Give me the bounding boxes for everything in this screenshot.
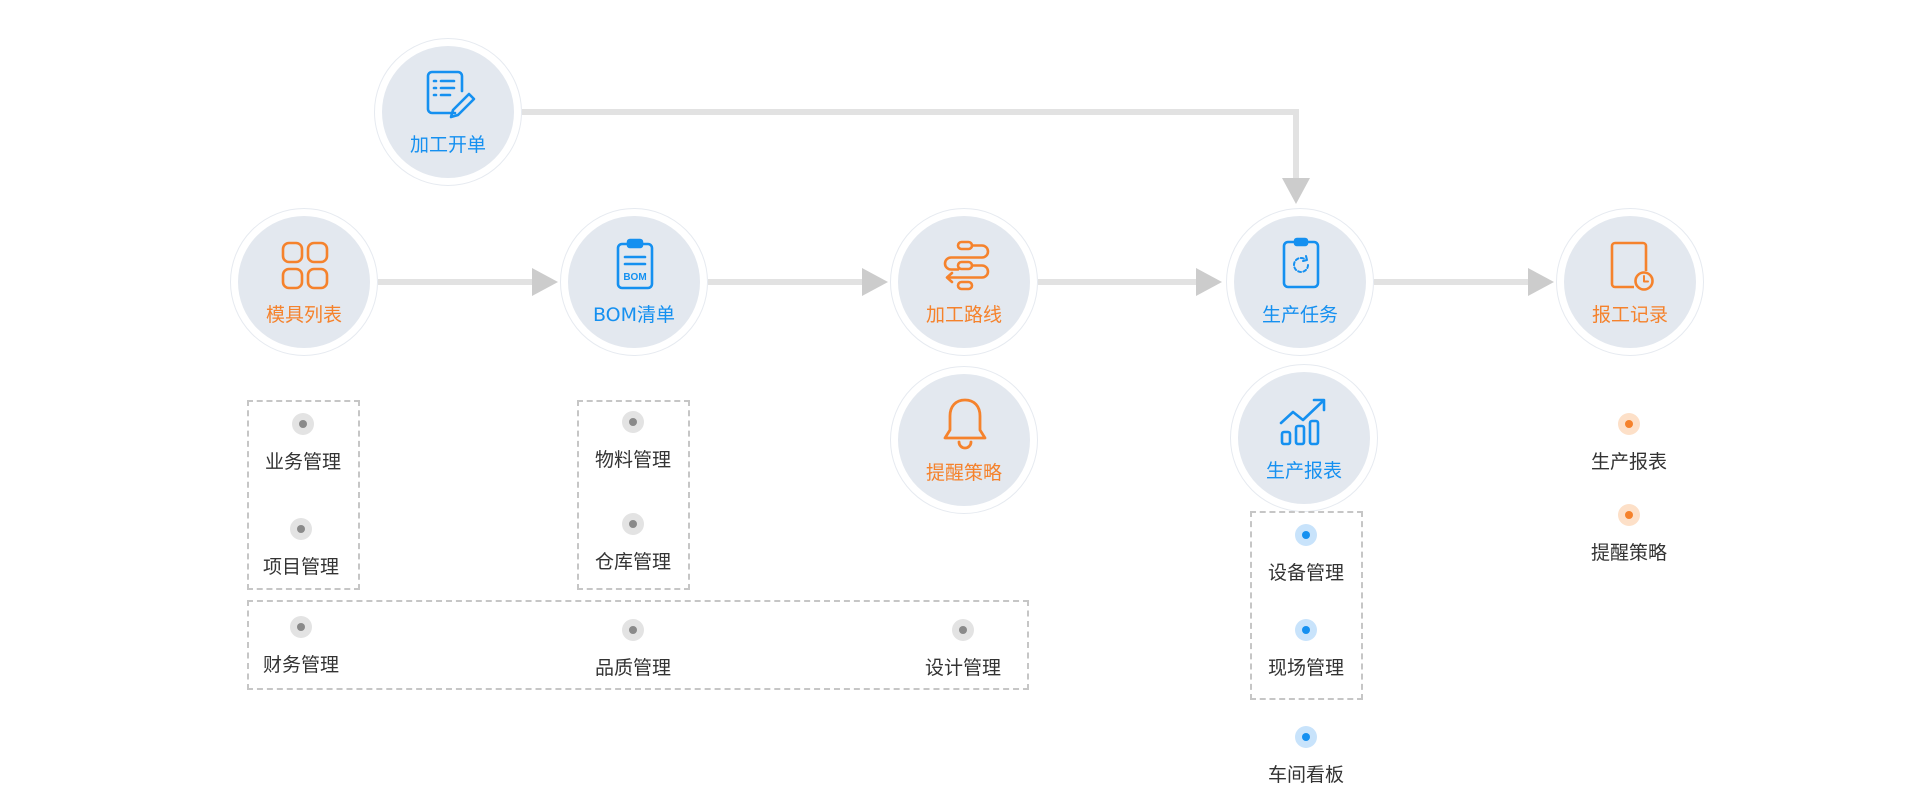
list-item[interactable]: 生产报表 — [1554, 413, 1704, 474]
clipboard-refresh-icon — [1282, 237, 1320, 289]
node-processing-order[interactable]: 加工开单 — [374, 38, 522, 186]
arrow-to-record — [1528, 268, 1554, 296]
route-icon — [943, 240, 990, 291]
document-edit-icon — [426, 70, 476, 119]
bullet-dot — [292, 413, 314, 435]
arrow-order-to-task — [1282, 178, 1310, 204]
list-item[interactable]: 设备管理 — [1231, 524, 1381, 585]
node-label: 生产任务 — [1261, 304, 1338, 326]
group-box-mold — [247, 400, 360, 590]
node-processing-route[interactable]: 加工路线 — [890, 208, 1038, 356]
item-label: 品质管理 — [594, 657, 671, 679]
document-clock-icon — [1610, 241, 1654, 291]
bom-icon-text: BOM — [623, 272, 646, 283]
bullet-dot — [622, 619, 644, 641]
list-item[interactable]: 仓库管理 — [558, 513, 708, 574]
bullet-dot — [1295, 726, 1317, 748]
arrow-to-route — [862, 268, 888, 296]
list-item[interactable]: 车间看板 — [1231, 726, 1381, 787]
list-item[interactable]: 财务管理 — [226, 616, 376, 677]
item-label: 财务管理 — [262, 654, 339, 676]
node-production-report[interactable]: 生产报表 — [1230, 364, 1378, 512]
bullet-dot — [622, 513, 644, 535]
arrow-to-task — [1196, 268, 1222, 296]
bullet-dot — [1618, 413, 1640, 435]
list-item[interactable]: 现场管理 — [1231, 619, 1381, 680]
connector-order-to-task — [522, 109, 1299, 178]
arrow-to-bom — [532, 268, 558, 296]
list-item[interactable]: 设计管理 — [888, 619, 1038, 680]
node-mold-list[interactable]: 模具列表 — [230, 208, 378, 356]
bullet-dot — [622, 411, 644, 433]
node-bom-list[interactable]: BOM BOM清单 — [560, 208, 708, 356]
grid-apps-icon — [281, 241, 329, 290]
list-item[interactable]: 品质管理 — [558, 619, 708, 680]
node-label: 报工记录 — [1591, 304, 1668, 326]
bullet-dot — [952, 619, 974, 641]
item-label: 项目管理 — [262, 556, 339, 578]
node-work-report-record[interactable]: 报工记录 — [1556, 208, 1704, 356]
item-label: 设计管理 — [924, 657, 1001, 679]
group-box-bom — [577, 400, 690, 590]
list-item[interactable]: 物料管理 — [558, 411, 708, 472]
item-label: 生产报表 — [1590, 451, 1667, 473]
node-label: 模具列表 — [265, 304, 342, 326]
bullet-dot — [290, 518, 312, 540]
group-box-shared — [247, 600, 1029, 690]
item-label: 物料管理 — [594, 449, 671, 471]
bullet-dot — [1295, 524, 1317, 546]
bar-chart-trend-icon — [1279, 398, 1326, 446]
node-label: 加工路线 — [925, 304, 1002, 326]
node-reminder-strategy[interactable]: 提醒策略 — [890, 366, 1038, 514]
node-label: 生产报表 — [1265, 460, 1342, 482]
item-label: 设备管理 — [1267, 562, 1344, 584]
node-label: 提醒策略 — [925, 462, 1002, 484]
item-label: 仓库管理 — [594, 551, 671, 573]
list-item[interactable]: 提醒策略 — [1554, 504, 1704, 565]
item-label: 车间看板 — [1267, 764, 1344, 786]
list-item[interactable]: 项目管理 — [226, 518, 376, 579]
group-box-report — [1250, 511, 1363, 700]
bullet-dot — [1295, 619, 1317, 641]
item-label: 提醒策略 — [1590, 542, 1667, 564]
bell-icon — [943, 398, 987, 450]
bullet-dot — [1618, 504, 1640, 526]
item-label: 现场管理 — [1267, 657, 1344, 679]
node-label: 加工开单 — [409, 134, 486, 156]
clipboard-bom-icon: BOM — [616, 238, 654, 290]
bullet-dot — [290, 616, 312, 638]
node-production-task[interactable]: 生产任务 — [1226, 208, 1374, 356]
node-label: BOM清单 — [592, 304, 676, 326]
list-item[interactable]: 业务管理 — [228, 413, 378, 474]
item-label: 业务管理 — [264, 451, 341, 473]
